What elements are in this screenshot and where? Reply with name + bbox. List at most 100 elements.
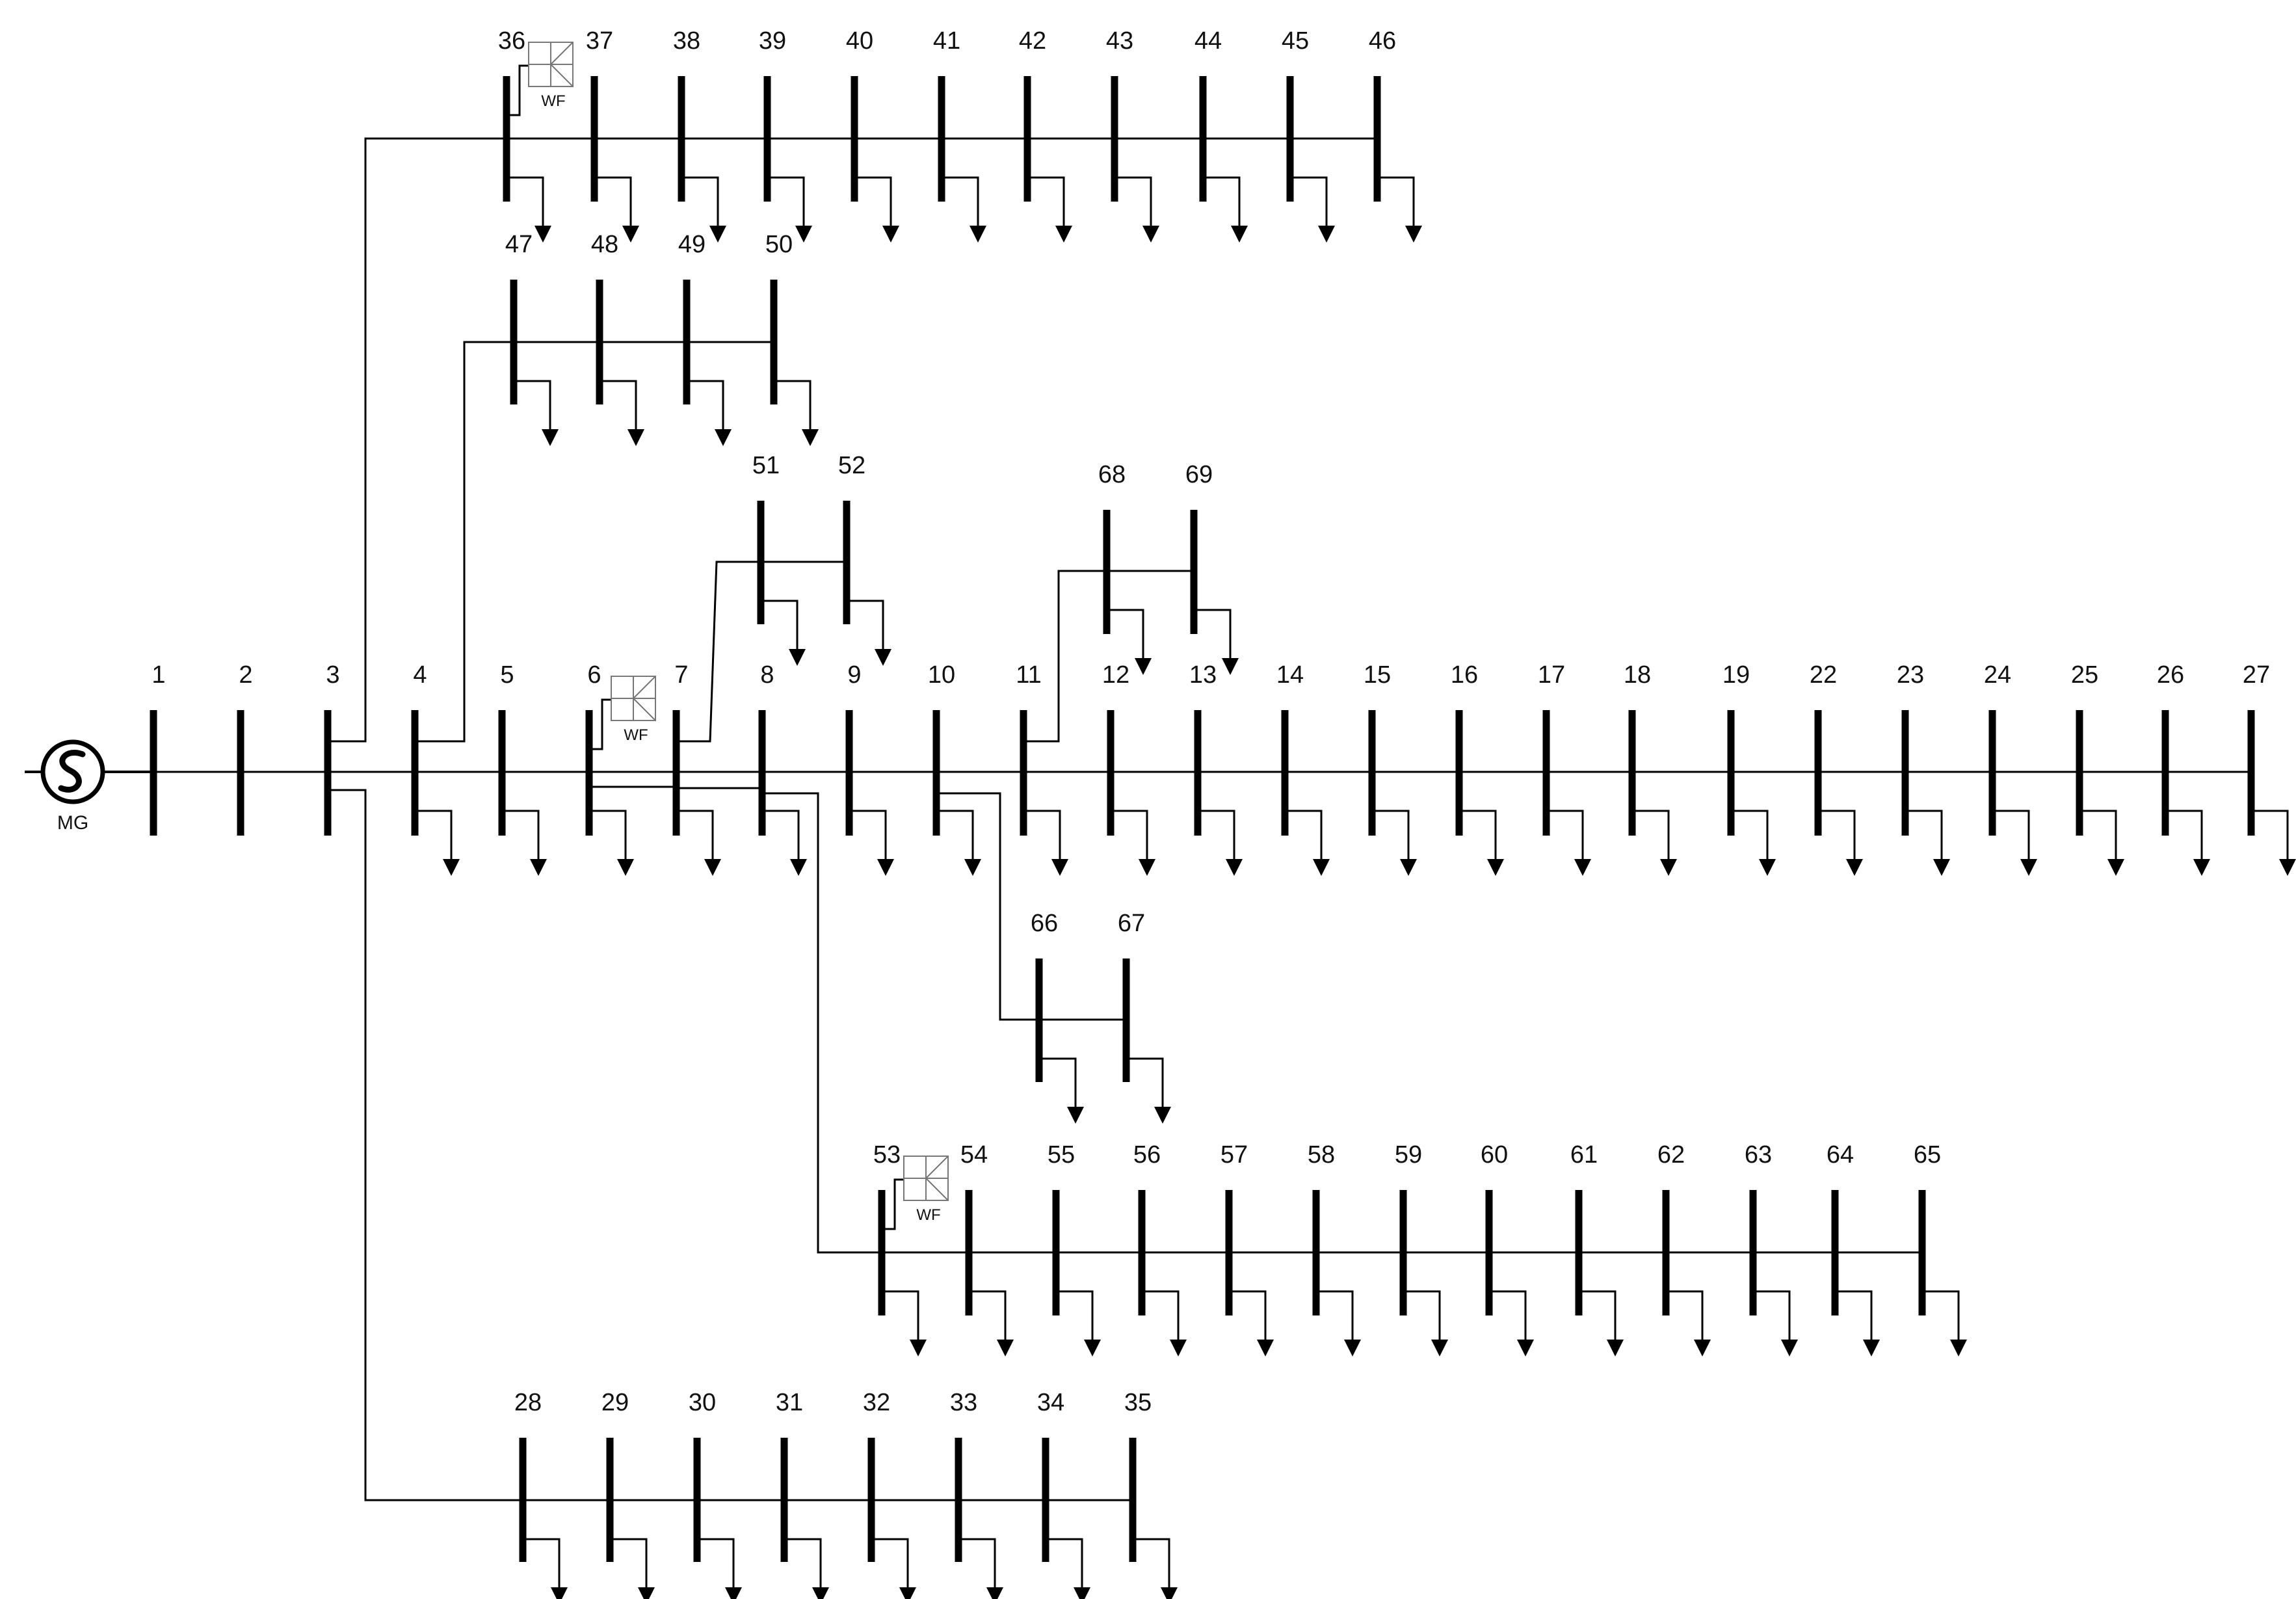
bus-39[interactable]: 39 bbox=[759, 27, 812, 243]
bus-27[interactable]: 27 bbox=[2243, 661, 2296, 876]
bus-42[interactable]: 42 bbox=[1019, 27, 1072, 243]
bus-label: 9 bbox=[847, 661, 861, 689]
bus-49[interactable]: 49 bbox=[678, 231, 732, 446]
bus-22[interactable]: 22 bbox=[1810, 661, 1863, 876]
load-arrow-icon bbox=[1142, 1290, 1187, 1356]
load-arrow-icon bbox=[1666, 1290, 1711, 1356]
bus-17[interactable]: 17 bbox=[1538, 661, 1591, 876]
bus-26[interactable]: 26 bbox=[2157, 661, 2210, 876]
load-arrow-icon bbox=[1372, 810, 1417, 876]
load-arrow-icon bbox=[882, 1290, 927, 1356]
bus-61[interactable]: 61 bbox=[1570, 1141, 1624, 1356]
bus-63[interactable]: 63 bbox=[1745, 1141, 1798, 1356]
bus-33[interactable]: 33 bbox=[950, 1389, 1003, 1599]
branch-connection-lat-66 bbox=[936, 792, 1039, 1021]
bus-51[interactable]: 51 bbox=[752, 452, 806, 666]
bus-label: 31 bbox=[776, 1389, 803, 1416]
wind-farm-bus-6: WF bbox=[589, 676, 656, 750]
bus-23[interactable]: 23 bbox=[1897, 661, 1950, 876]
bus-label: 7 bbox=[674, 661, 688, 689]
bus-7[interactable]: 7 bbox=[672, 661, 721, 876]
main-generator: MG bbox=[25, 739, 153, 834]
bus-28[interactable]: 28 bbox=[514, 1389, 568, 1599]
load-arrow-icon bbox=[1731, 810, 1776, 876]
load-arrow-icon bbox=[871, 1538, 916, 1599]
bus-44[interactable]: 44 bbox=[1194, 27, 1248, 243]
bus-57[interactable]: 57 bbox=[1221, 1141, 1274, 1356]
bus-10[interactable]: 10 bbox=[928, 661, 981, 876]
bus-36[interactable]: 36 bbox=[498, 27, 551, 243]
bus-label: 53 bbox=[873, 1141, 901, 1169]
bus-16[interactable]: 16 bbox=[1451, 661, 1504, 876]
bus-31[interactable]: 31 bbox=[776, 1389, 829, 1599]
bus-43[interactable]: 43 bbox=[1106, 27, 1159, 243]
load-arrow-icon bbox=[502, 810, 547, 876]
bus-label: 39 bbox=[759, 27, 786, 55]
bus-46[interactable]: 46 bbox=[1369, 27, 1422, 243]
bus-34[interactable]: 34 bbox=[1037, 1389, 1090, 1599]
load-arrow-icon bbox=[1107, 609, 1152, 675]
bus-29[interactable]: 29 bbox=[601, 1389, 655, 1599]
bus-13[interactable]: 13 bbox=[1189, 661, 1243, 876]
bus-38[interactable]: 38 bbox=[673, 27, 726, 243]
bus-18[interactable]: 18 bbox=[1624, 661, 1677, 876]
bus-52[interactable]: 52 bbox=[838, 452, 891, 666]
bus-66[interactable]: 66 bbox=[1031, 910, 1084, 1124]
bus-25[interactable]: 25 bbox=[2071, 661, 2124, 876]
bus-54[interactable]: 54 bbox=[960, 1141, 1014, 1356]
load-arrow-icon bbox=[936, 810, 981, 876]
bus-30[interactable]: 30 bbox=[689, 1389, 742, 1599]
bus-19[interactable]: 19 bbox=[1722, 661, 1776, 876]
bus-47[interactable]: 47 bbox=[505, 231, 559, 446]
bus-24[interactable]: 24 bbox=[1984, 661, 2037, 876]
bus-37[interactable]: 37 bbox=[586, 27, 639, 243]
bus-3[interactable]: 3 bbox=[324, 661, 340, 836]
bus-label: 16 bbox=[1451, 661, 1478, 689]
wind-farm-label: WF bbox=[916, 1206, 940, 1224]
bus-5[interactable]: 5 bbox=[498, 661, 547, 876]
bus-59[interactable]: 59 bbox=[1395, 1141, 1448, 1356]
bus-15[interactable]: 15 bbox=[1364, 661, 1417, 876]
bus-58[interactable]: 58 bbox=[1308, 1141, 1361, 1356]
bus-1[interactable]: 1 bbox=[150, 661, 166, 836]
bus-41[interactable]: 41 bbox=[933, 27, 986, 243]
bus-45[interactable]: 45 bbox=[1282, 27, 1335, 243]
bus-2[interactable]: 2 bbox=[237, 661, 253, 836]
bus-40[interactable]: 40 bbox=[846, 27, 899, 243]
bus-32[interactable]: 32 bbox=[863, 1389, 916, 1599]
bus-67[interactable]: 67 bbox=[1118, 910, 1171, 1124]
bus-label: 61 bbox=[1570, 1141, 1598, 1169]
load-arrow-icon bbox=[600, 380, 644, 446]
bus-64[interactable]: 64 bbox=[1827, 1141, 1880, 1356]
bus-8[interactable]: 8 bbox=[758, 661, 807, 876]
bus-69[interactable]: 69 bbox=[1185, 461, 1239, 675]
bus-6[interactable]: 6 bbox=[585, 661, 634, 876]
bus-68[interactable]: 68 bbox=[1098, 461, 1152, 675]
bus-4[interactable]: 4 bbox=[411, 661, 460, 876]
bus-65[interactable]: 65 bbox=[1914, 1141, 1967, 1356]
wind-farm-bus-53: WF bbox=[882, 1156, 949, 1230]
bus-53[interactable]: 53 bbox=[873, 1141, 927, 1356]
load-arrow-icon bbox=[767, 176, 812, 243]
wind-farm-connection bbox=[507, 64, 529, 116]
load-arrow-icon bbox=[687, 380, 732, 446]
load-arrow-icon bbox=[1133, 1538, 1178, 1599]
bus-55[interactable]: 55 bbox=[1048, 1141, 1101, 1356]
branch-connection-lat-53 bbox=[676, 787, 882, 1254]
bus-label: 28 bbox=[514, 1389, 542, 1416]
bus-62[interactable]: 62 bbox=[1657, 1141, 1711, 1356]
bus-12[interactable]: 12 bbox=[1102, 661, 1155, 876]
bus-60[interactable]: 60 bbox=[1481, 1141, 1534, 1356]
bus-14[interactable]: 14 bbox=[1276, 661, 1330, 876]
bus-label: 65 bbox=[1914, 1141, 1941, 1169]
bus-56[interactable]: 56 bbox=[1133, 1141, 1187, 1356]
bus-48[interactable]: 48 bbox=[591, 231, 644, 446]
bus-50[interactable]: 50 bbox=[765, 231, 819, 446]
bus-9[interactable]: 9 bbox=[845, 661, 894, 876]
bus-label: 68 bbox=[1098, 461, 1126, 488]
bus-label: 23 bbox=[1897, 661, 1924, 689]
bus-11[interactable]: 11 bbox=[1016, 661, 1068, 876]
bus-label: 45 bbox=[1282, 27, 1309, 55]
bus-35[interactable]: 35 bbox=[1124, 1389, 1178, 1599]
